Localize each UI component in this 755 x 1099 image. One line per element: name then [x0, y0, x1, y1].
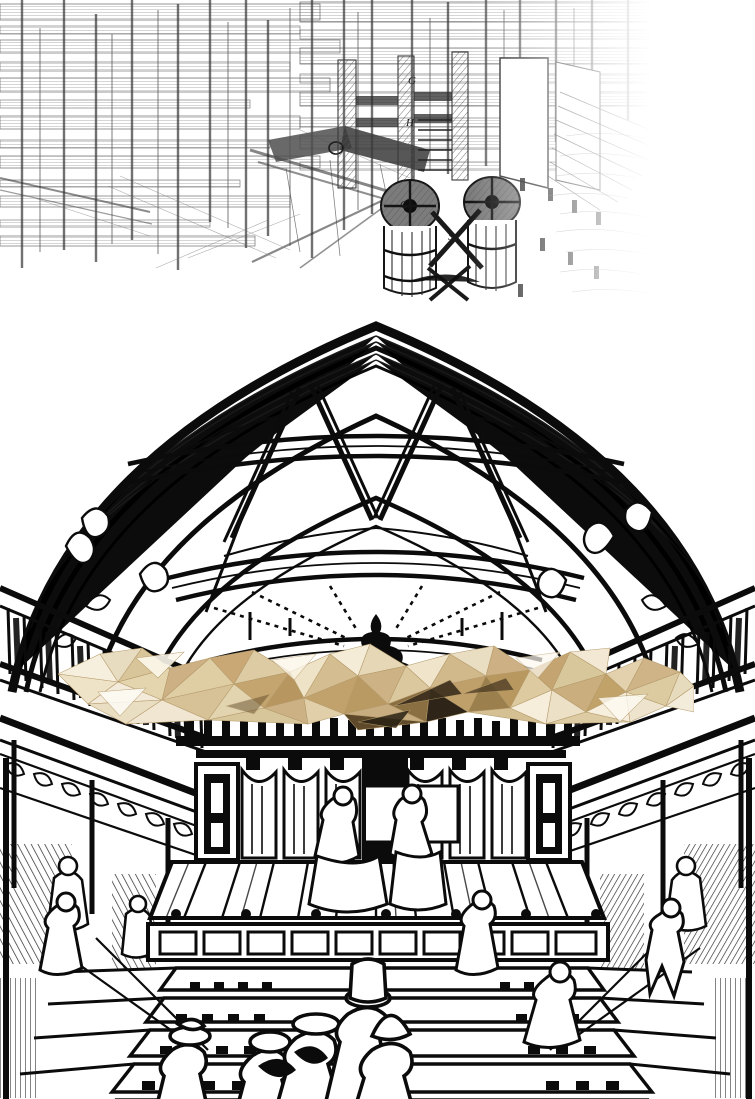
playhouse-interior-drawing — [0, 288, 755, 1099]
spectator-figure — [38, 889, 686, 1049]
gallery-figure — [64, 501, 654, 599]
gallery-ornament — [4, 762, 751, 837]
thrust-stage — [146, 783, 610, 962]
low-poly-gold-overlay — [58, 632, 694, 738]
upper-machinery-engraving: G H C S — [0, 0, 652, 302]
barrel-vault-roof — [7, 321, 745, 697]
actor-figure — [307, 783, 448, 914]
